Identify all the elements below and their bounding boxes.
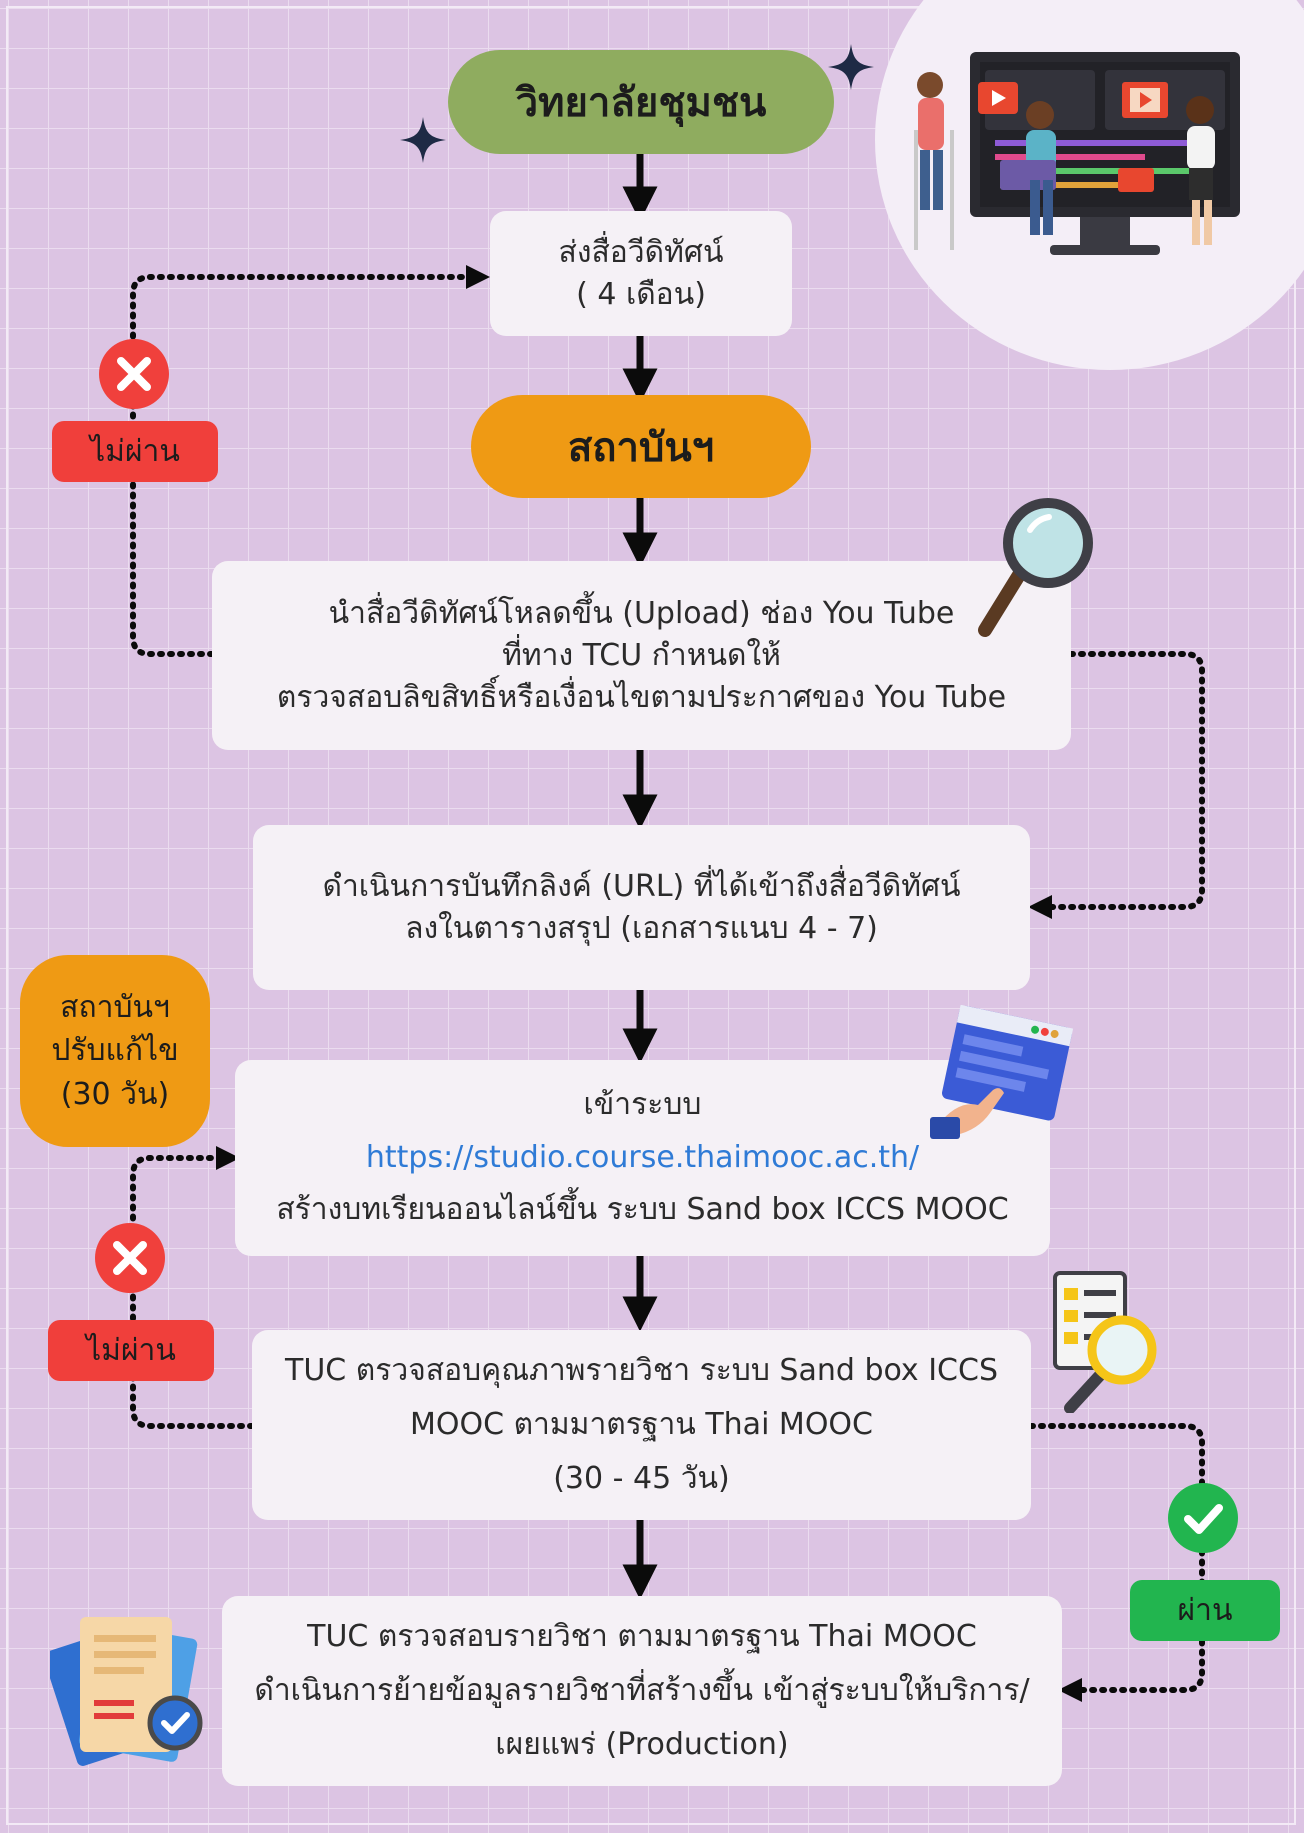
send-video-text: ส่งสื่อวีดิทัศน์ [558, 234, 724, 270]
quality-check-box: TUC ตรวจสอบคุณภาพรายวิชา ระบบ Sand box I… [252, 1330, 1031, 1520]
pass-check-icon [1168, 1483, 1238, 1553]
upload-line-3: ตรวจสอบลิขสิทธิ์หรือเงื่อนไขตามประกาศของ… [276, 679, 1007, 715]
fail-x-icon [99, 339, 169, 409]
web-login-icon [930, 1005, 1074, 1139]
record-url-line-2: ลงในตารางสรุป (เอกสารแนบ 4 - 7) [405, 910, 878, 946]
quality-line-3: (30 - 45 วัน) [553, 1461, 730, 1496]
upload-line-1: นำสื่อวีดิทัศน์โหลดขึ้น (Upload) ช่อง Yo… [328, 595, 955, 631]
fail-tag-2: ไม่ผ่าน [48, 1320, 214, 1381]
fail-tag-1-label: ไม่ผ่าน [90, 434, 180, 469]
send-video-duration: ( 4 เดือน) [576, 276, 706, 312]
fail-tag-2-label: ไม่ผ่าน [86, 1333, 176, 1368]
institute-fix-line-3: (30 วัน) [60, 1076, 170, 1112]
college-label: วิทยาลัยชุมชน [515, 80, 767, 126]
login-line-3: สร้างบทเรียนออนไลน์ขึ้น ระบบ Sand box IC… [276, 1192, 1009, 1228]
upload-line-2: ที่ทาง TCU กำหนดให้ [502, 637, 781, 673]
institute-label: สถาบันฯ [567, 424, 715, 471]
pass-tag: ผ่าน [1130, 1580, 1280, 1641]
quality-line-2: MOOC ตามมาตรฐาน Thai MOOC [409, 1407, 873, 1442]
record-url-box: ดำเนินการบันทึกลิงค์ (URL) ที่ได้เข้าถึง… [253, 825, 1030, 990]
institute-fix-box: สถาบันฯ ปรับแก้ไข (30 วัน) [20, 955, 210, 1147]
pass-tag-label: ผ่าน [1177, 1593, 1233, 1628]
college-node: วิทยาลัยชุมชน [448, 50, 834, 154]
quality-line-1: TUC ตรวจสอบคุณภาพรายวิชา ระบบ Sand box I… [285, 1353, 998, 1388]
record-url-line-1: ดำเนินการบันทึกลิงค์ (URL) ที่ได้เข้าถึง… [322, 868, 961, 904]
studio-link[interactable]: https://studio.course.thaimooc.ac.th/ [365, 1139, 920, 1175]
approved-document-icon [50, 1617, 203, 1766]
sparkle-icon [828, 44, 874, 90]
sparkle-icon [400, 117, 446, 163]
magnifier-icon [978, 498, 1093, 637]
fail-x-icon [95, 1223, 165, 1293]
production-box: TUC ตรวจสอบรายวิชา ตามมาตรฐาน Thai MOOC … [222, 1596, 1062, 1786]
institute-node: สถาบันฯ [471, 395, 811, 498]
fail-tag-1: ไม่ผ่าน [52, 421, 218, 482]
production-line-3: เผยแพร่ (Production) [495, 1727, 789, 1762]
production-line-2: ดำเนินการย้ายข้อมูลรายวิชาที่สร้างขึ้น เ… [254, 1673, 1030, 1708]
send-video-box: ส่งสื่อวีดิทัศน์ ( 4 เดือน) [490, 211, 792, 336]
production-line-1: TUC ตรวจสอบรายวิชา ตามมาตรฐาน Thai MOOC [307, 1619, 977, 1654]
login-line-1: เข้าระบบ [583, 1087, 702, 1123]
document-search-icon [1053, 1271, 1157, 1413]
institute-fix-line-1: สถาบันฯ [60, 989, 170, 1025]
login-box: เข้าระบบ https://studio.course.thaimooc.… [235, 1060, 1050, 1256]
upload-box: นำสื่อวีดิทัศน์โหลดขึ้น (Upload) ช่อง Yo… [212, 561, 1071, 750]
institute-fix-line-2: ปรับแก้ไข [51, 1033, 179, 1069]
video-editing-illustration-icon [914, 52, 1240, 255]
